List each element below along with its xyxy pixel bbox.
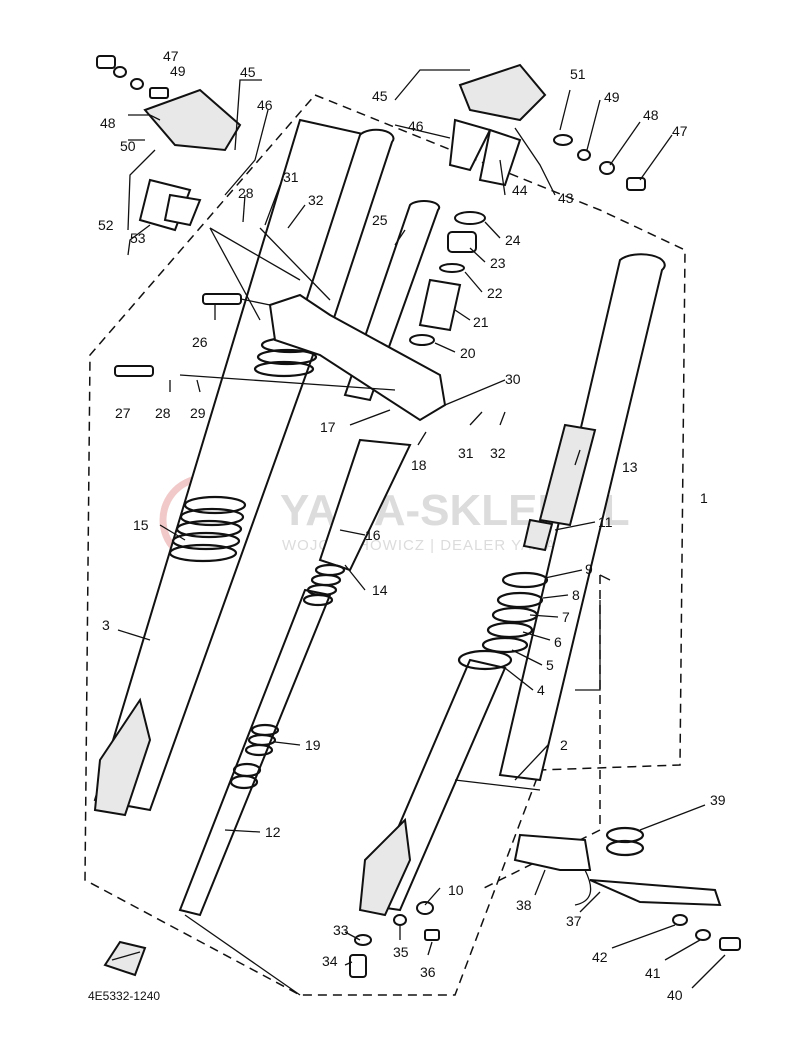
callout-9: 9 [585,561,593,577]
callout-47b: 47 [672,123,688,139]
callout-24: 24 [505,232,521,248]
clamp-bolt-27 [114,365,396,391]
callout-labels: 1 2 3 4 5 6 7 8 9 10 11 12 13 14 15 16 1… [98,48,726,1003]
drawing-code: 4E5332-1240 [88,989,160,1003]
callout-12: 12 [265,824,281,840]
callout-10: 10 [448,882,464,898]
callout-43: 43 [558,190,574,206]
callout-51: 51 [570,66,586,82]
callout-49b: 49 [604,89,620,105]
callout-16: 16 [365,527,381,543]
callout-8: 8 [572,587,580,603]
callout-14: 14 [372,582,388,598]
callout-42: 42 [592,949,608,965]
callout-48a: 48 [100,115,116,131]
callout-4: 4 [537,682,545,698]
callout-45a: 45 [240,64,256,80]
callout-38: 38 [516,897,532,913]
callout-5: 5 [546,657,554,673]
callout-53: 53 [130,230,146,246]
callout-28b: 28 [155,405,171,421]
callout-46a: 46 [257,97,273,113]
leader-lines [117,69,726,996]
callout-20: 20 [460,345,476,361]
callout-3: 3 [102,617,110,633]
bottom-hardware [349,901,440,978]
callout-41: 41 [645,965,661,981]
steering-damper-group [513,826,741,951]
callout-18: 18 [411,457,427,473]
callout-35: 35 [393,944,409,960]
damper-spring-lower [229,723,280,790]
callout-46b: 46 [408,118,424,134]
outer-tube-left [93,118,395,817]
callout-6: 6 [554,634,562,650]
callout-21: 21 [473,314,489,330]
callout-48b: 48 [643,107,659,123]
handlebar-holder-left [138,88,242,232]
callout-37: 37 [566,913,582,929]
callout-15: 15 [133,517,149,533]
callout-25: 25 [372,212,388,228]
dust-boot-left [168,495,247,563]
clamp-bolt-26 [202,293,271,306]
callout-32a: 32 [308,192,324,208]
callout-30: 30 [505,371,521,387]
assembly-outline [84,94,686,996]
callout-23: 23 [490,255,506,271]
handlebar-holder-right [448,63,547,187]
callout-39: 39 [710,792,726,808]
callout-31b: 31 [458,445,474,461]
front-direction-symbol [103,940,147,977]
callout-28a: 28 [238,185,254,201]
fork-cap-stack [409,211,486,346]
top-right-hardware [553,134,646,191]
callout-1: 1 [700,490,708,506]
outer-tube-right [358,253,666,917]
callout-13: 13 [622,459,638,475]
callout-44: 44 [512,182,528,198]
callout-32b: 32 [490,445,506,461]
callout-47a: 47 [163,48,179,64]
callout-19: 19 [305,737,321,753]
callout-7: 7 [562,609,570,625]
callout-27: 27 [115,405,131,421]
callout-40: 40 [667,987,683,1003]
callout-22: 22 [487,285,503,301]
callout-34: 34 [322,953,338,969]
callout-31a: 31 [283,169,299,185]
callout-36: 36 [420,964,436,980]
callout-2: 2 [560,737,568,753]
callout-50: 50 [120,138,136,154]
callout-52: 52 [98,217,114,233]
subassembly-outline-right [479,575,601,891]
callout-17: 17 [320,419,336,435]
top-left-hardware [96,55,169,99]
rebound-spring [302,563,346,607]
callout-45b: 45 [372,88,388,104]
callout-11: 11 [598,514,613,530]
callout-33: 33 [333,922,349,938]
callout-29: 29 [190,405,206,421]
callout-49a: 49 [170,63,186,79]
callout-26: 26 [192,334,208,350]
